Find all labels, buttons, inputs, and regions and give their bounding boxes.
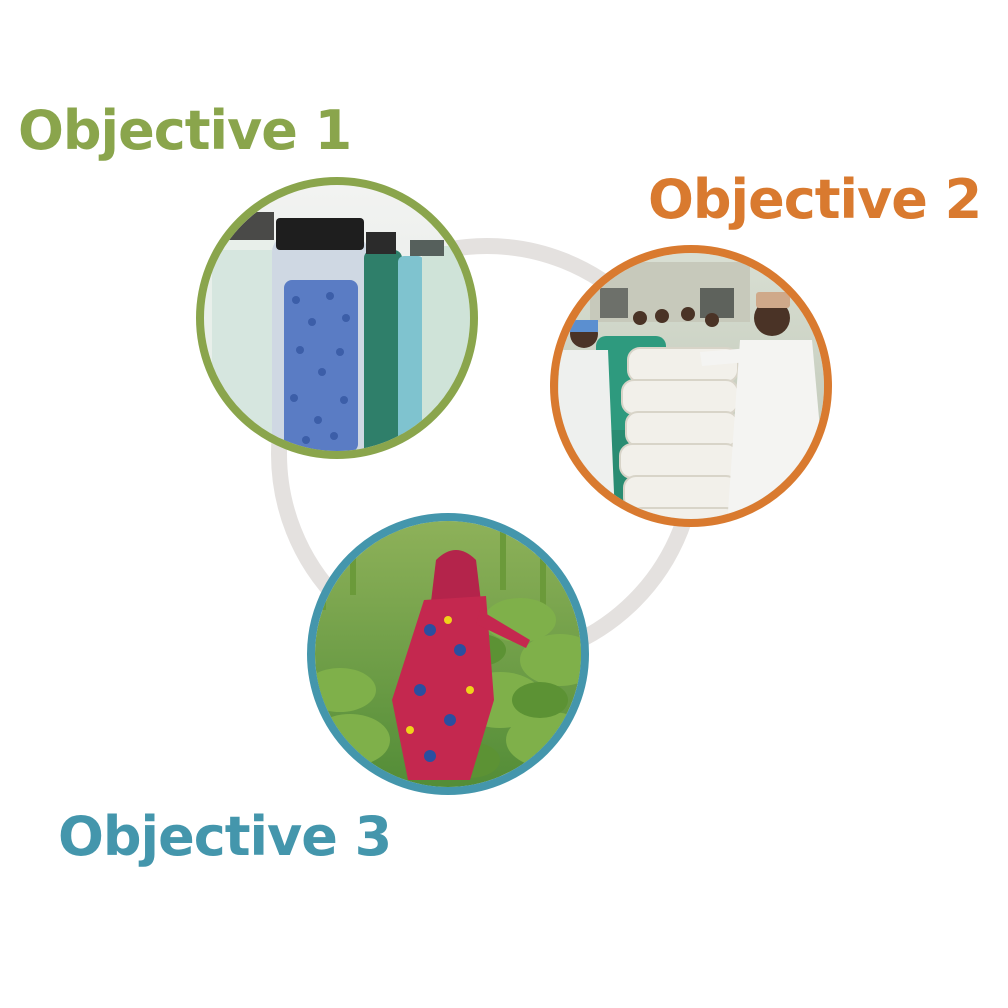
- objective-1-label: Objective 1: [18, 99, 352, 162]
- objective-2-label: Objective 2: [648, 168, 982, 231]
- farmers-fertilizer-bags-photo: [550, 245, 832, 527]
- woman-vegetable-field-photo: [307, 513, 589, 795]
- objective-3-photo-border: [307, 513, 589, 795]
- fertilizer-granules-jars-photo: [196, 177, 478, 459]
- objective-3-label: Objective 3: [58, 805, 392, 868]
- objective-2-photo-border: [550, 245, 832, 527]
- objective-1-photo-border: [196, 177, 478, 459]
